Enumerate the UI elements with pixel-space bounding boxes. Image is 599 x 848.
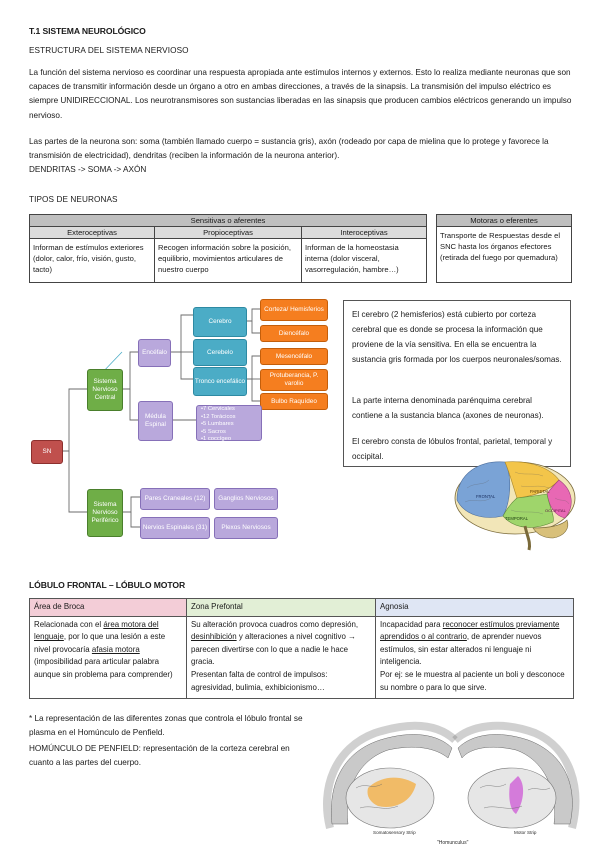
broca-text: (imposibilidad para articular palabra au… [34, 657, 173, 679]
agnosia-text: Por ej: se le muestra al paciente un bol… [380, 669, 565, 692]
agnosia-underline: reconocer estímulos previamente aprendid… [380, 619, 560, 642]
motor-neuron-table: Motoras o eferentes Transporte de Respue… [436, 214, 572, 283]
broca-underline: afasia motora [91, 644, 140, 654]
col-interoceptive: Interoceptivas [301, 226, 427, 239]
cerebro-paragraph-3: El cerebro consta de lóbulos frontal, pa… [352, 437, 553, 461]
ganglios-node: Ganglios Nerviosos [214, 488, 278, 510]
header-prefontal: Zona Prefontal [186, 598, 376, 617]
cell-broca: Relacionada con el área motora del lengu… [29, 615, 187, 699]
sn-node: SN [31, 440, 63, 464]
paragraph-direction: DENDRITAS -> SOMA -> AXÓN [29, 165, 147, 174]
prefontal-text: y alteraciones a nivel cognitivo → parec… [191, 632, 356, 667]
pares-craneales-node: Pares Craneales (12) [140, 488, 210, 510]
brain-label-occipital: OCCIPITAL [545, 508, 567, 513]
lobulo-title: LÓBULO FRONTAL – LÓBULO MOTOR [29, 580, 186, 590]
cerebro-paragraph-1: El cerebro (2 hemisferios) está cubierto… [352, 310, 562, 364]
medula-segments-list: •7 Cervicales •12 Torácicos •5 Lumbares … [196, 405, 262, 442]
broca-text: , por lo que una lesión a este nivel pro… [34, 632, 166, 654]
col-proprioceptive: Propioceptivas [154, 226, 302, 239]
snc-node: Sistema Nervioso Central [87, 369, 123, 411]
cell-prefontal: Su alteración provoca cuadros como depre… [186, 615, 376, 699]
bulbo-node: Bulbo Raquídeo [260, 393, 328, 410]
neuron-types-title: TIPOS DE NEURONAS [29, 195, 118, 204]
broca-underline: área motora del lenguaje [34, 619, 159, 642]
prefontal-underline: desinhibición [191, 632, 237, 642]
brain-label-parietal: PARIETAL [530, 489, 550, 494]
snp-node: Sistema Nervioso Periférico [87, 489, 123, 537]
prefontal-text: Su alteración provoca cuadros como depre… [191, 619, 359, 629]
section-title: ESTRUCTURA DEL SISTEMA NERVIOSO [29, 46, 189, 55]
header-broca: Área de Broca [29, 598, 187, 617]
protuberancia-node: Protuberancia, P. varolio [260, 369, 328, 391]
lobulo-table: Área de Broca Zona Prefontal Agnosia Rel… [29, 598, 574, 699]
cell-interoceptive: Informan de la homeostasia interna (dolo… [301, 238, 427, 283]
tronco-node: Tronco encefálico [193, 367, 247, 396]
cell-agnosia: Incapacidad para reconocer estímulos pre… [375, 615, 574, 699]
footnote-homunculus: * La representación de las diferentes zo… [29, 714, 303, 738]
medula-item: •1 coccígeo [201, 436, 232, 442]
cell-motor: Transporte de Respuestas desde el SNC ha… [436, 226, 572, 283]
label-somatosensory: Somatosensory Strip [373, 830, 416, 835]
broca-text: Relacionada con el [34, 619, 104, 629]
medula-item: •5 Lumbares [201, 421, 234, 427]
motor-header: Motoras o eferentes [436, 214, 572, 227]
mesencefalo-node: Mesencéfalo [260, 348, 328, 365]
agnosia-text: , de aprender nuevos estímulos, sin esta… [380, 632, 542, 667]
label-motor: Motor Strip [514, 830, 537, 835]
brain-label-temporal: TEMPORAL [505, 516, 529, 521]
sensory-header: Sensitivas o aferentes [29, 214, 427, 227]
footnote-penfield: HOMÚNCULO DE PENFIELD: representación de… [29, 744, 290, 768]
plexos-node: Plexos Nerviosos [214, 517, 278, 539]
diencefalo-node: Diencéfalo [260, 325, 328, 342]
brain-label-frontal: FRONTAL [476, 494, 496, 499]
col-exteroceptive: Exteroceptivas [29, 226, 155, 239]
prefontal-text: Presentan falta de control de impulsos: … [191, 669, 328, 692]
cerebelo-node: Cerebelo [193, 339, 247, 366]
agnosia-text: Incapacidad para [380, 619, 443, 629]
medula-item: •5 Sacros [201, 428, 226, 435]
medula-item: •7 Cervicales [201, 406, 235, 412]
medula-node: Médula Espinal [138, 401, 173, 441]
medula-item: •12 Torácicos [201, 413, 236, 420]
label-homunculus-caption: "Homunculus" [437, 840, 469, 846]
nervios-espinales-node: Nervios Espinales (31) [140, 517, 210, 539]
paragraph-function: La función del sistema nervioso es coord… [29, 68, 572, 120]
cerebro-paragraph-2: La parte interna denominada parénquima c… [352, 396, 544, 420]
paragraph-neuron-parts: Las partes de la neurona son: soma (tamb… [29, 137, 549, 161]
encefalo-node: Encéfalo [138, 339, 171, 367]
cell-exteroceptive: Informan de estímulos exteriores (dolor,… [29, 238, 155, 283]
sensory-neuron-table: Sensitivas o aferentes Exteroceptivas Pr… [29, 214, 427, 283]
corteza-node: Corteza/ Hemisferios [260, 299, 328, 321]
cerebro-node: Cerebro [193, 307, 247, 337]
cell-proprioceptive: Recogen información sobre la posición, e… [154, 238, 302, 283]
cerebro-textbox: El cerebro (2 hemisferios) está cubierto… [343, 300, 571, 467]
header-agnosia: Agnosia [375, 598, 574, 617]
page-title: T.1 SISTEMA NEUROLÓGICO [29, 26, 146, 36]
